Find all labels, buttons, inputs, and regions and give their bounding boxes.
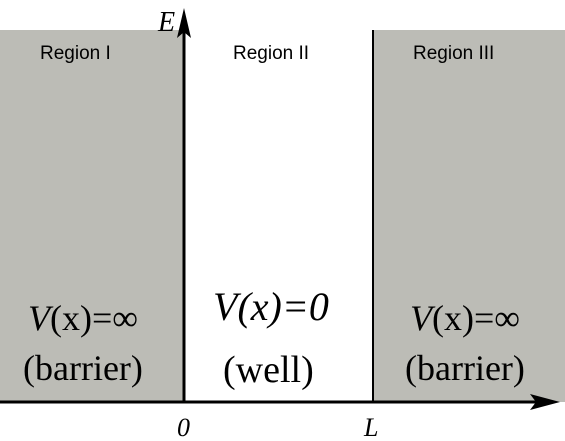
length-label: L bbox=[363, 413, 378, 441]
region-i-title: Region I bbox=[40, 43, 111, 64]
region-iii-barrier bbox=[373, 30, 565, 402]
region-iii-title: Region III bbox=[413, 43, 494, 64]
region-ii-title: Region II bbox=[233, 43, 309, 64]
region-iii-description: (barrier) bbox=[405, 348, 525, 388]
origin-label: 0 bbox=[177, 413, 190, 441]
region-iii-potential: V(x)=∞ bbox=[410, 298, 520, 338]
region-i-potential: V(x)=∞ bbox=[28, 298, 138, 338]
x-axis-arrowhead bbox=[530, 394, 560, 410]
energy-axis-label: E bbox=[157, 7, 175, 38]
region-ii-potential: V(x)=0 bbox=[213, 284, 329, 329]
region-i-barrier bbox=[0, 30, 183, 402]
region-i-description: (barrier) bbox=[23, 348, 143, 388]
region-ii-description: (well) bbox=[223, 349, 314, 391]
energy-axis-arrowhead bbox=[177, 8, 191, 38]
